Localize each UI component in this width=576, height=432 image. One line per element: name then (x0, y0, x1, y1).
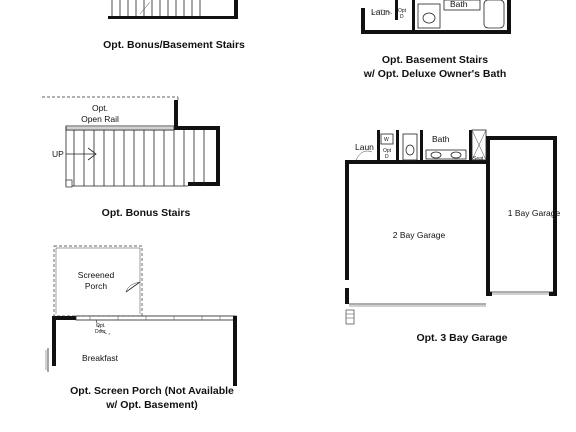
caption-3-bay-garage: Opt. 3 Bay Garage (416, 332, 507, 344)
label-opt-d2-top: D (400, 14, 404, 20)
label-opt-door-2: Door (95, 329, 106, 335)
room-screened-porch-1: Screened (78, 270, 115, 280)
room-bath-top: Bath (450, 0, 468, 9)
bonus-basement-stairs-plan (108, 0, 238, 19)
room-bath-garage: Bath (432, 134, 450, 144)
caption-screen-porch-line1: Opt. Screen Porch (Not Available (70, 385, 234, 397)
label-seat-garage: Seat (473, 156, 484, 162)
label-d-garage: D (385, 154, 389, 160)
label-opt-open-rail-1: Opt. (92, 103, 108, 113)
label-up: UP (52, 149, 64, 159)
caption-basement-stairs-line2: w/ Opt. Deluxe Owner's Bath (363, 68, 507, 80)
basement-stairs-bath-plan (361, 0, 511, 34)
room-2-bay-garage: 2 Bay Garage (393, 230, 446, 240)
label-opt-d-top: Opt (398, 8, 407, 14)
room-screened-porch-2: Porch (85, 281, 107, 291)
room-breakfast: Breakfast (82, 353, 119, 363)
room-laun-top: Laun (371, 7, 390, 17)
bonus-stairs-plan (42, 96, 220, 188)
room-1-bay-garage: 1 Bay Garage (508, 208, 561, 218)
label-wh-garage: W (384, 137, 389, 143)
label-opt-door-1: Opt. (96, 323, 105, 329)
screen-porch-plan (45, 245, 237, 386)
room-laun-garage: Laun (355, 142, 374, 152)
three-bay-garage-plan (345, 129, 557, 325)
caption-bonus-basement-stairs: Opt. Bonus/Basement Stairs (103, 39, 245, 51)
caption-basement-stairs-line1: Opt. Basement Stairs (382, 54, 488, 66)
caption-bonus-stairs: Opt. Bonus Stairs (102, 207, 191, 219)
label-opt-open-rail-2: Open Rail (81, 114, 119, 124)
label-opt-garage: Opt (383, 148, 392, 154)
caption-screen-porch-line2: w/ Opt. Basement) (105, 399, 198, 411)
